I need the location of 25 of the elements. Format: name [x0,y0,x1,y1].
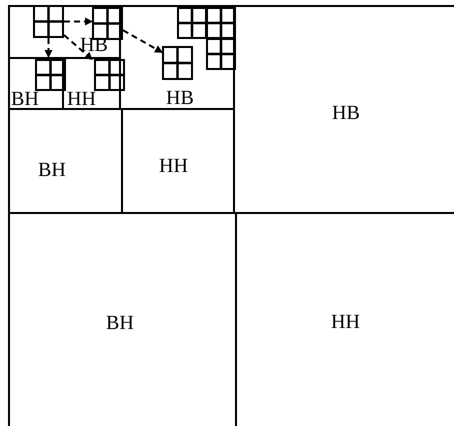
grid-square [162,46,193,80]
dashed-arrow [122,29,163,54]
subband-label: HB [332,103,360,123]
dashed-arrow [63,34,93,60]
subband-label: HH [159,156,188,176]
grid-square [33,5,64,38]
dashed-arrow [44,38,52,58]
grid-square [94,59,125,91]
subband-label: BH [106,313,134,333]
subband-label: HH [67,89,96,109]
dashed-arrow [64,18,93,26]
subband-label: BH [11,89,39,109]
subband-region [8,212,235,426]
grid-square [206,7,236,39]
subband-region [62,5,121,57]
subband-label: BH [38,160,66,180]
subband-label: HB [166,88,194,108]
subband-region [235,212,454,426]
subband-label: HH [331,312,360,332]
grid-square [35,59,66,91]
subband-region [8,108,121,212]
grid-square [206,38,236,70]
subband-region [121,108,235,212]
grid-square [177,7,207,39]
subband-region [121,5,235,108]
